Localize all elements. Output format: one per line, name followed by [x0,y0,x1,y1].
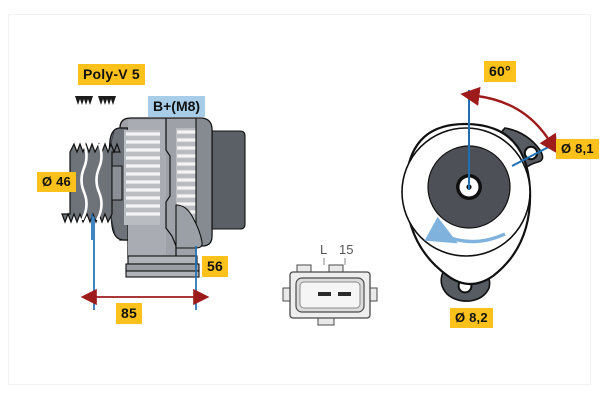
regulator-boss [175,204,203,249]
alternator-side-view [61,96,246,310]
cooling-slots-front [124,130,160,225]
dimension-85 [80,217,210,310]
pulley [61,142,123,224]
label-dimension-56: 56 [202,256,228,277]
label-diameter-82: Ø 8,2 [450,308,493,328]
mounting-foot [125,255,200,278]
label-b-plus: B+(M8) [148,96,206,117]
angle-60-arc [460,86,559,155]
rear-cover [207,130,246,230]
label-poly-v: Poly-V 5 [78,64,145,85]
label-dimension-85: 85 [116,303,142,324]
connector-label-L: L [320,242,328,257]
label-diameter-81: Ø 8,1 [556,139,599,159]
label-angle-60: 60° [484,61,516,82]
poly-v-profile-icon [75,96,116,105]
connector-label-15: 15 [339,242,354,257]
alternator-end-view [401,86,563,302]
housing-side-face [195,117,213,247]
rotation-direction-arrow [424,216,506,244]
label-diameter-46: Ø 46 [37,172,76,192]
connector-pin-L [318,292,331,296]
connector-plug-view [282,258,378,326]
housing-center-rib [165,118,177,258]
connector-pin-15 [338,292,351,296]
